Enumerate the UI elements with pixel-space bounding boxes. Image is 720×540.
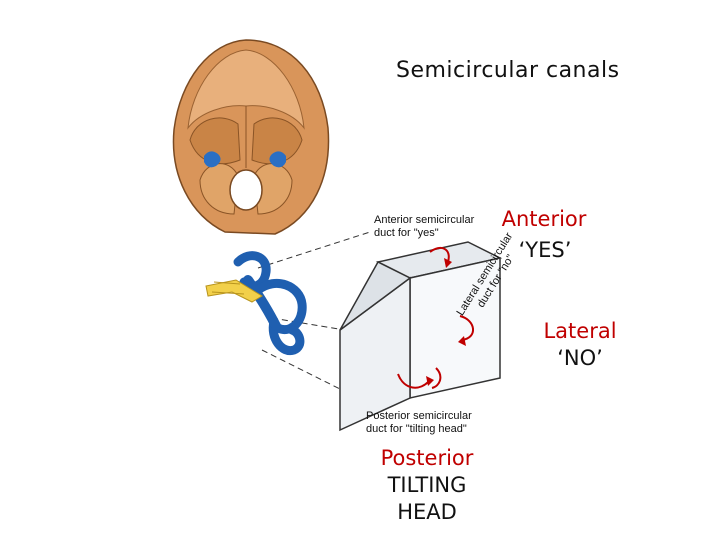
inner-ear-illustration (205, 251, 307, 356)
anterior-duct-line-1: Anterior semicircular (374, 214, 475, 226)
posterior-duct-line-2: duct for "tilting head" (366, 423, 467, 435)
lateral-label: Lateral (538, 318, 622, 345)
canal-planes-box (339, 241, 503, 432)
anterior-label: Anterior (494, 206, 594, 233)
anterior-name: Anterior (501, 207, 587, 231)
anterior-duct-line-2: duct for "yes" (374, 227, 439, 239)
lateral-action-label: ‘NO’ (538, 345, 622, 372)
posterior-action-1: TILTING (387, 473, 467, 497)
lateral-action: ‘NO’ (557, 346, 603, 370)
anterior-action: ‘YES’ (518, 238, 572, 262)
posterior-action-2: HEAD (397, 500, 457, 524)
posterior-duct-line-1: Posterior semicircular (366, 410, 472, 422)
lateral-name: Lateral (543, 319, 617, 343)
anterior-action-label: ‘YES’ (500, 237, 590, 264)
posterior-duct-label: Posterior semicircular duct for "tilting… (366, 410, 472, 436)
page-title: Semicircular canals (396, 58, 620, 83)
posterior-label: Posterior TILTING HEAD (366, 445, 488, 526)
anterior-duct-label: Anterior semicircular duct for "yes" (374, 214, 474, 240)
skull-base-illustration (172, 39, 330, 235)
posterior-name: Posterior (380, 446, 474, 470)
rotation-arrows (397, 246, 474, 389)
